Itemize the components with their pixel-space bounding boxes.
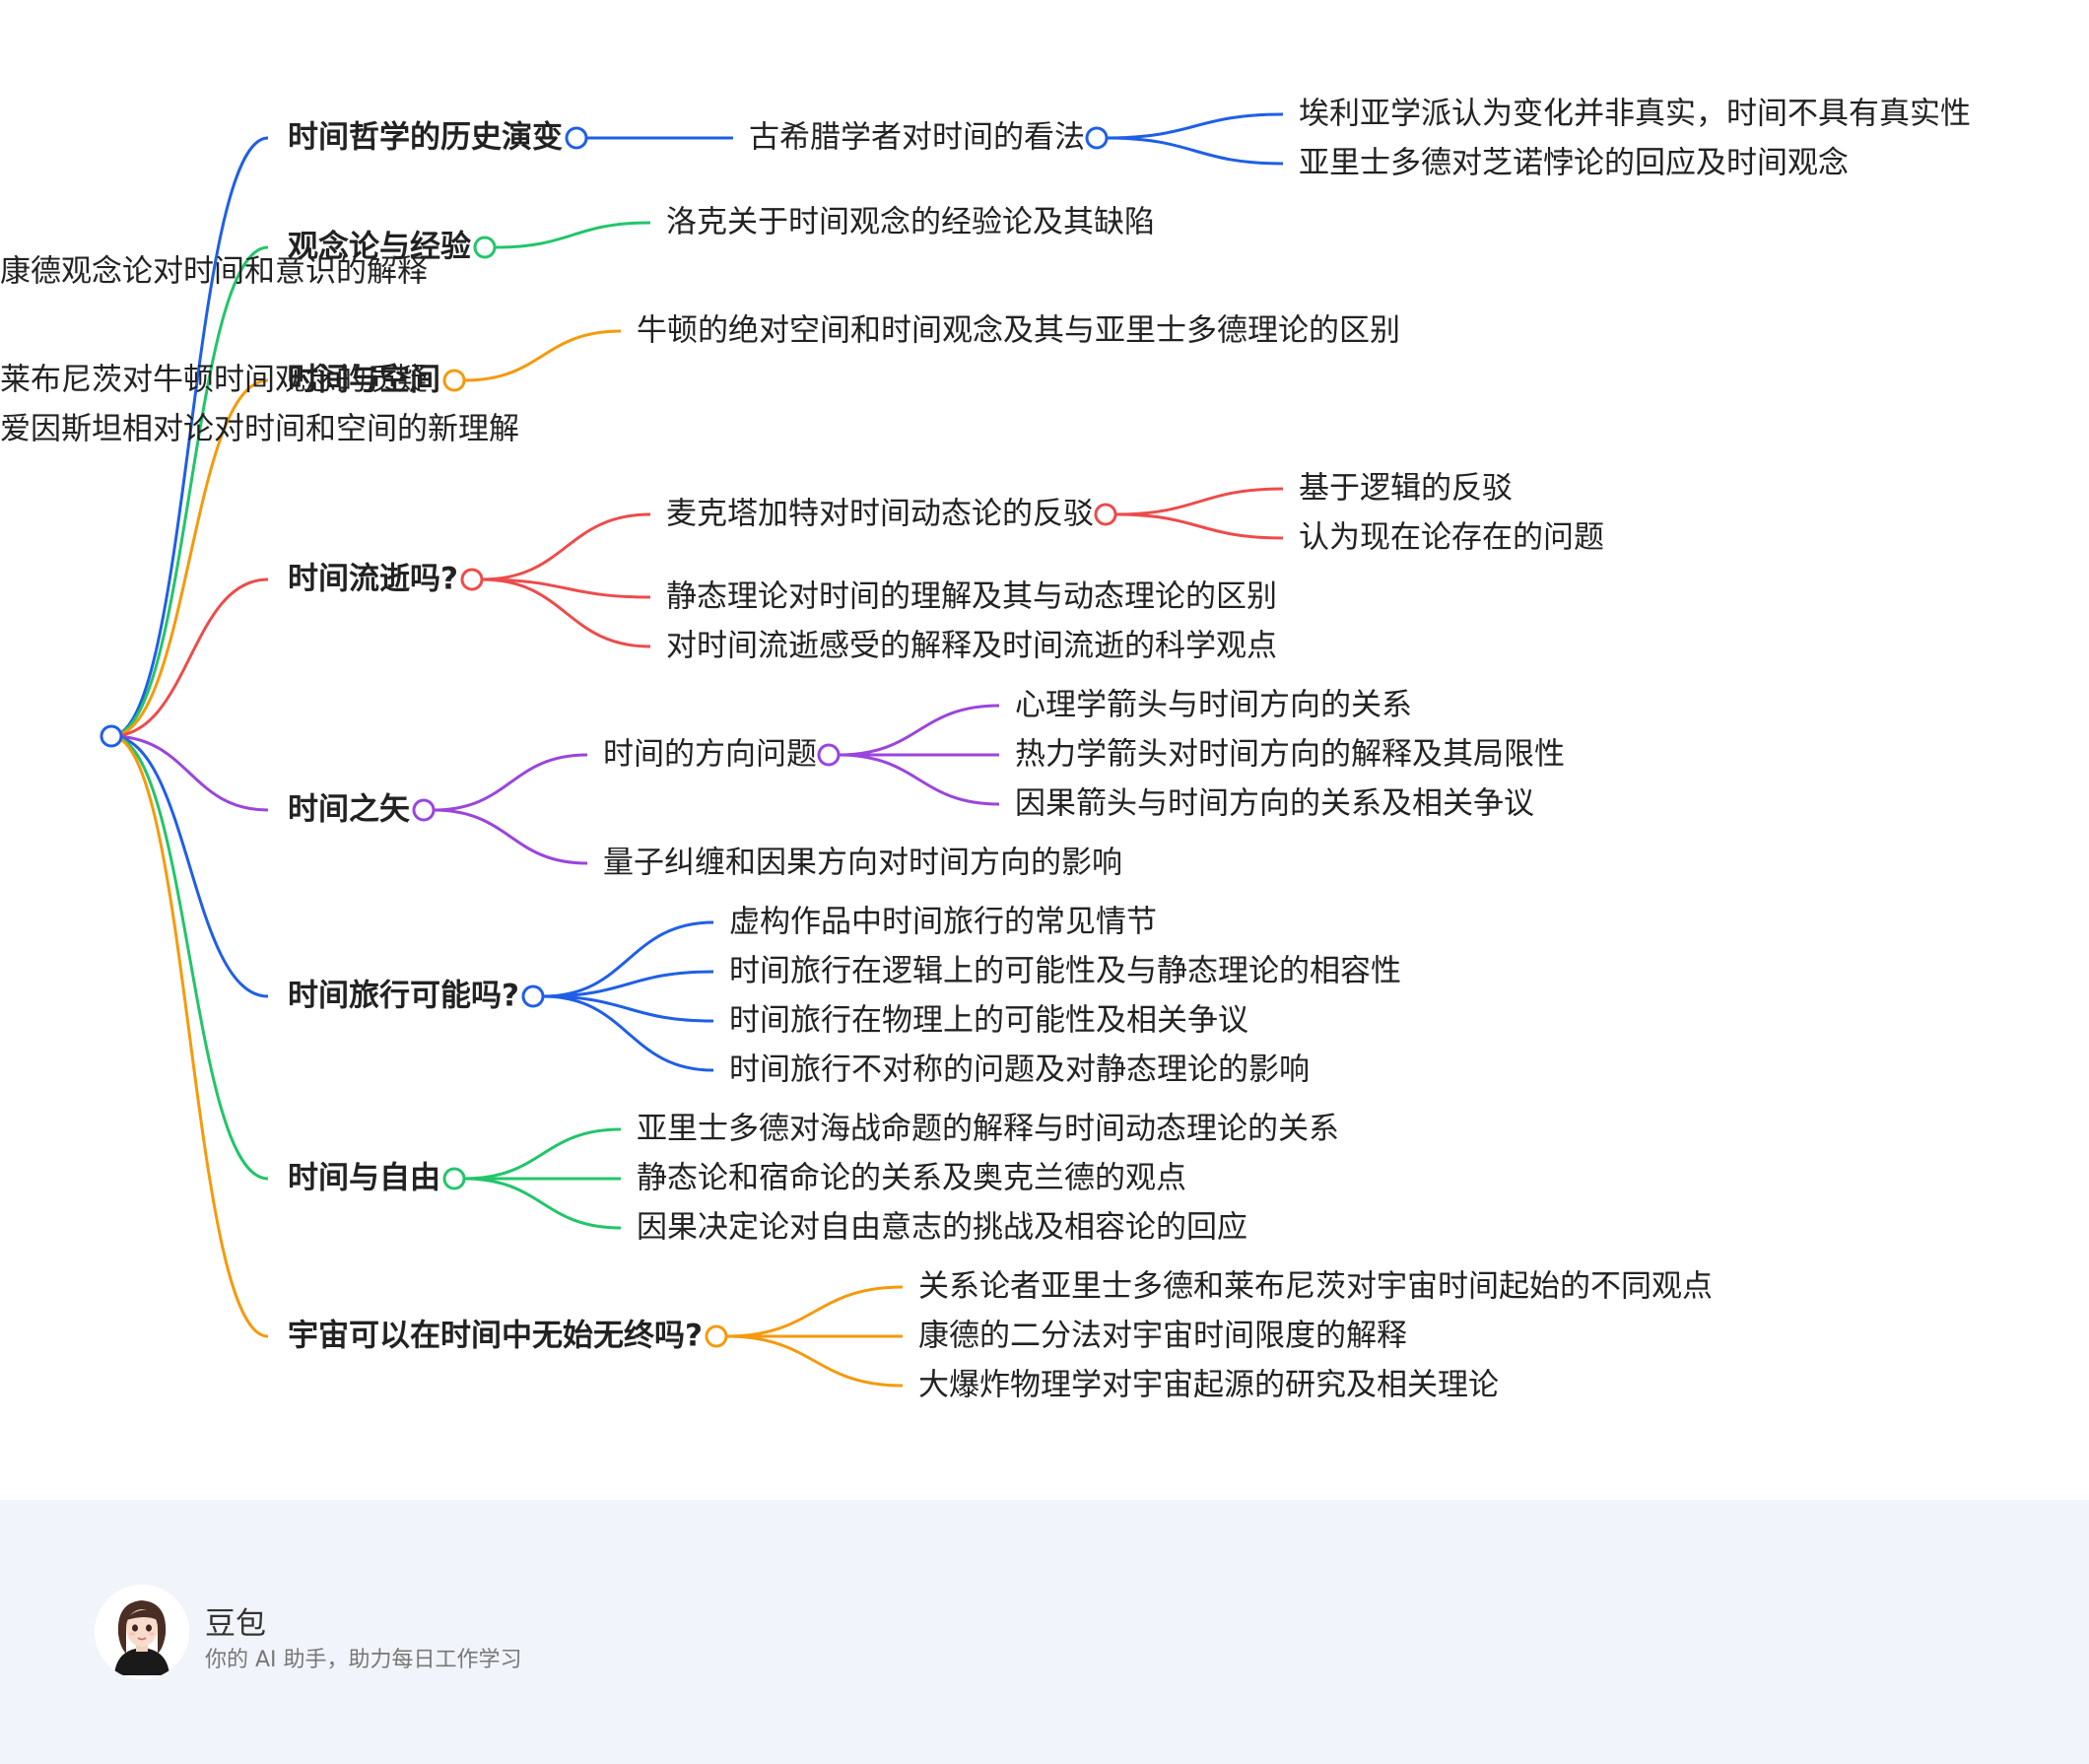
topic-label[interactable]: 康德观念论对时间和意识的解释	[0, 253, 428, 290]
connector-line	[110, 734, 269, 1181]
topic-label[interactable]: 因果决定论对自由意志的挑战及相容论的回应	[637, 1209, 1247, 1246]
connector-line	[433, 808, 588, 865]
node-circle[interactable]	[565, 126, 588, 150]
connector-line	[110, 136, 269, 738]
connector-line	[481, 512, 651, 581]
subtopic-label[interactable]: 热力学箭头对时间方向的解释及其局限性	[1015, 736, 1565, 773]
topic-label[interactable]: 大爆炸物理学对宇宙起源的研究及相关理论	[918, 1367, 1499, 1403]
connector-line	[542, 970, 714, 998]
node-circle[interactable]	[460, 568, 484, 591]
node-circle[interactable]	[473, 236, 497, 259]
node-circle[interactable]	[1085, 126, 1109, 150]
branch-label[interactable]: 观念论与经验	[288, 229, 471, 265]
connector-line	[110, 577, 269, 738]
subtopic-label[interactable]: 认为现在论存在的问题	[1299, 519, 1604, 556]
node-circle[interactable]	[442, 1167, 466, 1190]
connector-line	[1106, 136, 1284, 166]
connector-line	[463, 329, 622, 382]
subtopic-label[interactable]: 埃利亚学派认为变化并非真实，时间不具有真实性	[1299, 96, 1971, 132]
topic-label[interactable]: 静态理论对时间的理解及其与动态理论的区别	[666, 578, 1277, 615]
node-circle[interactable]	[1094, 503, 1117, 526]
node-circle[interactable]	[705, 1324, 728, 1348]
topic-label[interactable]: 亚里士多德对海战命题的解释与时间动态理论的关系	[637, 1111, 1339, 1147]
node-circle[interactable]	[817, 743, 841, 767]
topic-label[interactable]: 时间旅行在逻辑上的可能性及与静态理论的相容性	[729, 953, 1401, 989]
assistant-avatar-icon	[95, 1585, 189, 1679]
connector-line	[481, 577, 651, 599]
topic-label[interactable]: 关系论者亚里士多德和莱布尼茨对宇宙时间起始的不同观点	[918, 1268, 1713, 1305]
node-circle[interactable]	[412, 798, 436, 822]
connector-line	[542, 994, 714, 1023]
mindmap-canvas: 时间哲学的历史演变 古希腊学者对时间的看法 埃利亚学派认为变化并非真实，时间不具…	[0, 96, 1971, 1403]
topic-label[interactable]: 对时间流逝感受的解释及时间流逝的科学观点	[666, 628, 1277, 664]
connector-line	[494, 221, 651, 249]
connector-line	[481, 577, 651, 648]
connector-line	[110, 734, 269, 812]
topic-label[interactable]: 莱布尼茨对牛顿时间观念的质疑	[0, 362, 428, 398]
connector-line	[1114, 512, 1284, 540]
connector-line	[725, 1334, 904, 1388]
topic-label[interactable]: 虚构作品中时间旅行的常见情节	[729, 904, 1157, 940]
branch-label[interactable]: 时间与空间	[288, 362, 440, 398]
topic-label[interactable]: 爱因斯坦相对论对时间和空间的新理解	[0, 411, 519, 447]
connector-line	[725, 1285, 904, 1338]
connector-line	[542, 994, 714, 1072]
subtopic-label[interactable]: 心理学箭头与时间方向的关系	[1015, 687, 1412, 723]
connector-line	[110, 734, 269, 998]
topic-label[interactable]: 时间旅行在物理上的可能性及相关争议	[729, 1002, 1248, 1039]
topic-label[interactable]: 牛顿的绝对空间和时间观念及其与亚里士多德理论的区别	[637, 312, 1400, 349]
branch-label[interactable]: 宇宙可以在时间中无始无终吗?	[288, 1318, 703, 1354]
subtopic-label[interactable]: 亚里士多德对芝诺悖论的回应及时间观念	[1299, 145, 1849, 181]
connector-line	[110, 378, 269, 738]
connector-line	[110, 245, 269, 738]
mindmap-links	[100, 112, 1284, 1388]
topic-label[interactable]: 静态论和宿命论的关系及奥克兰德的观点	[637, 1160, 1186, 1196]
connector-line	[433, 753, 588, 812]
subtopic-label[interactable]: 基于逻辑的反驳	[1299, 470, 1513, 507]
branch-label[interactable]: 时间流逝吗?	[288, 561, 458, 597]
connector-line	[1106, 112, 1284, 140]
node-circle[interactable]	[442, 369, 466, 392]
brand-tagline: 你的 AI 助手，助力每日工作学习	[205, 1648, 522, 1672]
topic-label[interactable]: 麦克塔加特对时间动态论的反驳	[666, 496, 1094, 532]
topic-label[interactable]: 量子纠缠和因果方向对时间方向的影响	[603, 845, 1122, 881]
footer: 豆包 你的 AI 助手，助力每日工作学习	[0, 1500, 2089, 1764]
connector-line	[1114, 487, 1284, 516]
connector-line	[838, 704, 1000, 757]
node-circle[interactable]	[100, 724, 123, 748]
topic-label[interactable]: 洛克关于时间观念的经验论及其缺陷	[666, 204, 1155, 240]
topic-label[interactable]: 古希腊学者对时间的看法	[749, 119, 1085, 156]
branch-label[interactable]: 时间旅行可能吗?	[288, 978, 519, 1014]
node-circle[interactable]	[521, 984, 545, 1008]
connector-line	[838, 753, 1000, 806]
connector-line	[542, 920, 714, 998]
topic-label[interactable]: 康德的二分法对宇宙时间限度的解释	[918, 1318, 1407, 1354]
topic-label[interactable]: 时间的方向问题	[603, 736, 817, 773]
topic-label[interactable]: 时间旅行不对称的问题及对静态理论的影响	[729, 1052, 1310, 1088]
branch-label[interactable]: 时间之矢	[288, 791, 410, 828]
subtopic-label[interactable]: 因果箭头与时间方向的关系及相关争议	[1015, 785, 1534, 822]
branch-label[interactable]: 时间哲学的历史演变	[288, 119, 563, 156]
brand-name: 豆包	[205, 1606, 266, 1642]
connector-line	[463, 1177, 622, 1230]
connector-line	[110, 734, 269, 1338]
branch-label[interactable]: 时间与自由	[288, 1160, 440, 1196]
connector-line	[463, 1127, 622, 1181]
